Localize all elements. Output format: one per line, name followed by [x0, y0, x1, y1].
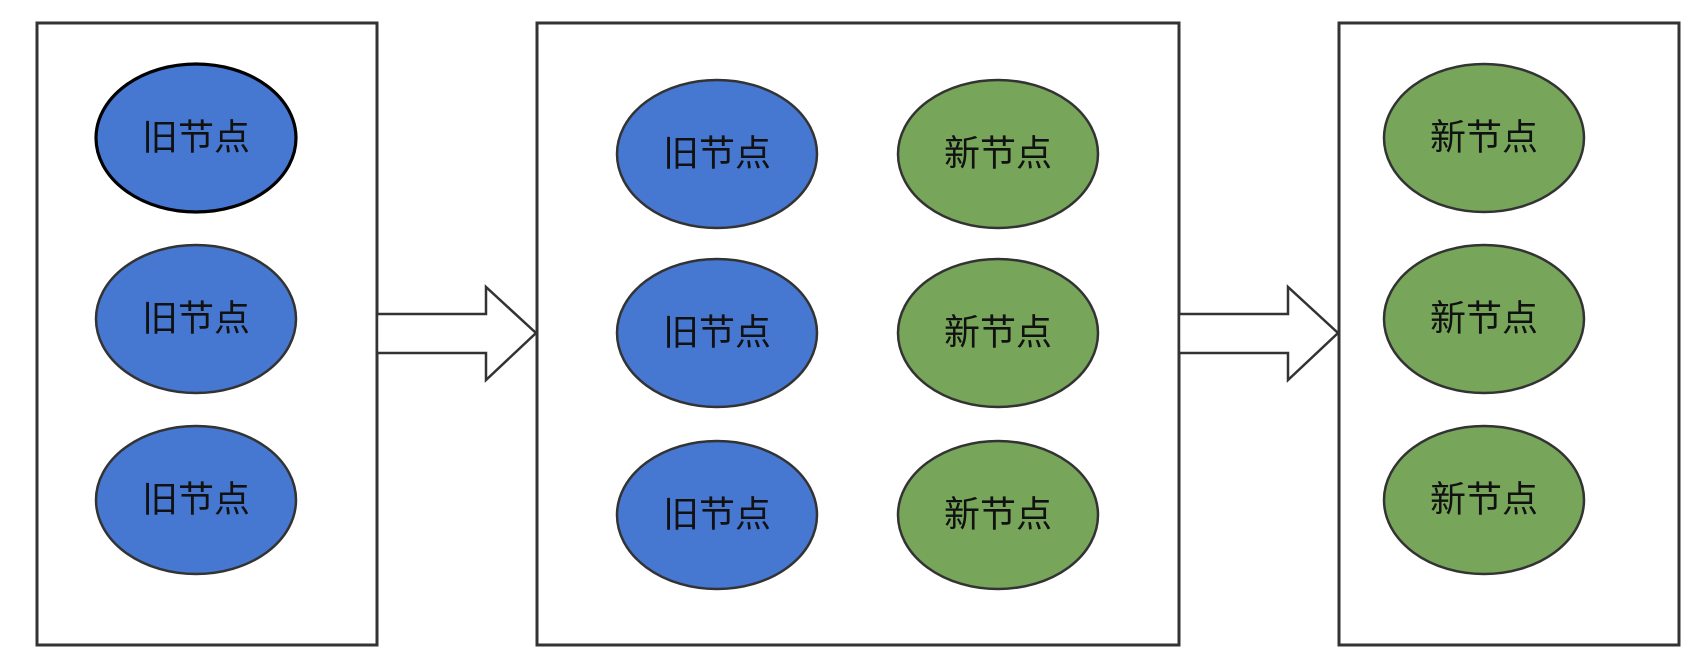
new-node[interactable]: 新节点: [1382, 424, 1586, 576]
node-label: 新节点: [1430, 299, 1538, 340]
old-node[interactable]: 旧节点: [615, 78, 819, 230]
hollow-right-arrow-icon: [375, 284, 538, 383]
new-node[interactable]: 新节点: [896, 78, 1100, 230]
node-ellipse: [1382, 424, 1586, 576]
new-node[interactable]: 新节点: [896, 439, 1100, 591]
node-ellipse: [896, 78, 1100, 230]
node-ellipse: [94, 243, 298, 395]
node-label: 新节点: [1430, 118, 1538, 159]
old-node[interactable]: 旧节点: [94, 243, 298, 395]
old-node[interactable]: 旧节点: [94, 424, 298, 576]
new-node[interactable]: 新节点: [1382, 243, 1586, 395]
node-label: 旧节点: [142, 480, 250, 521]
old-node[interactable]: 旧节点: [615, 257, 819, 409]
panel-stage-2: 旧节点新节点旧节点新节点旧节点新节点: [535, 21, 1181, 647]
node-label: 新节点: [944, 313, 1052, 354]
node-ellipse: [1382, 243, 1586, 395]
node-ellipse: [896, 257, 1100, 409]
old-node[interactable]: 旧节点: [615, 439, 819, 591]
node-ellipse: [615, 257, 819, 409]
node-ellipse: [94, 62, 298, 214]
node-label: 新节点: [1430, 480, 1538, 521]
node-ellipse: [94, 424, 298, 576]
node-label: 旧节点: [142, 118, 250, 159]
node-label: 新节点: [944, 134, 1052, 175]
node-label: 旧节点: [663, 495, 771, 536]
new-node[interactable]: 新节点: [896, 257, 1100, 409]
node-ellipse: [1382, 62, 1586, 214]
node-ellipse: [896, 439, 1100, 591]
node-ellipse: [615, 439, 819, 591]
node-label: 新节点: [944, 495, 1052, 536]
node-label: 旧节点: [663, 134, 771, 175]
hollow-right-arrow-icon: [1177, 284, 1340, 383]
new-node[interactable]: 新节点: [1382, 62, 1586, 214]
old-node[interactable]: 旧节点: [94, 62, 298, 214]
node-ellipse: [615, 78, 819, 230]
node-label: 旧节点: [663, 313, 771, 354]
node-label: 旧节点: [142, 299, 250, 340]
